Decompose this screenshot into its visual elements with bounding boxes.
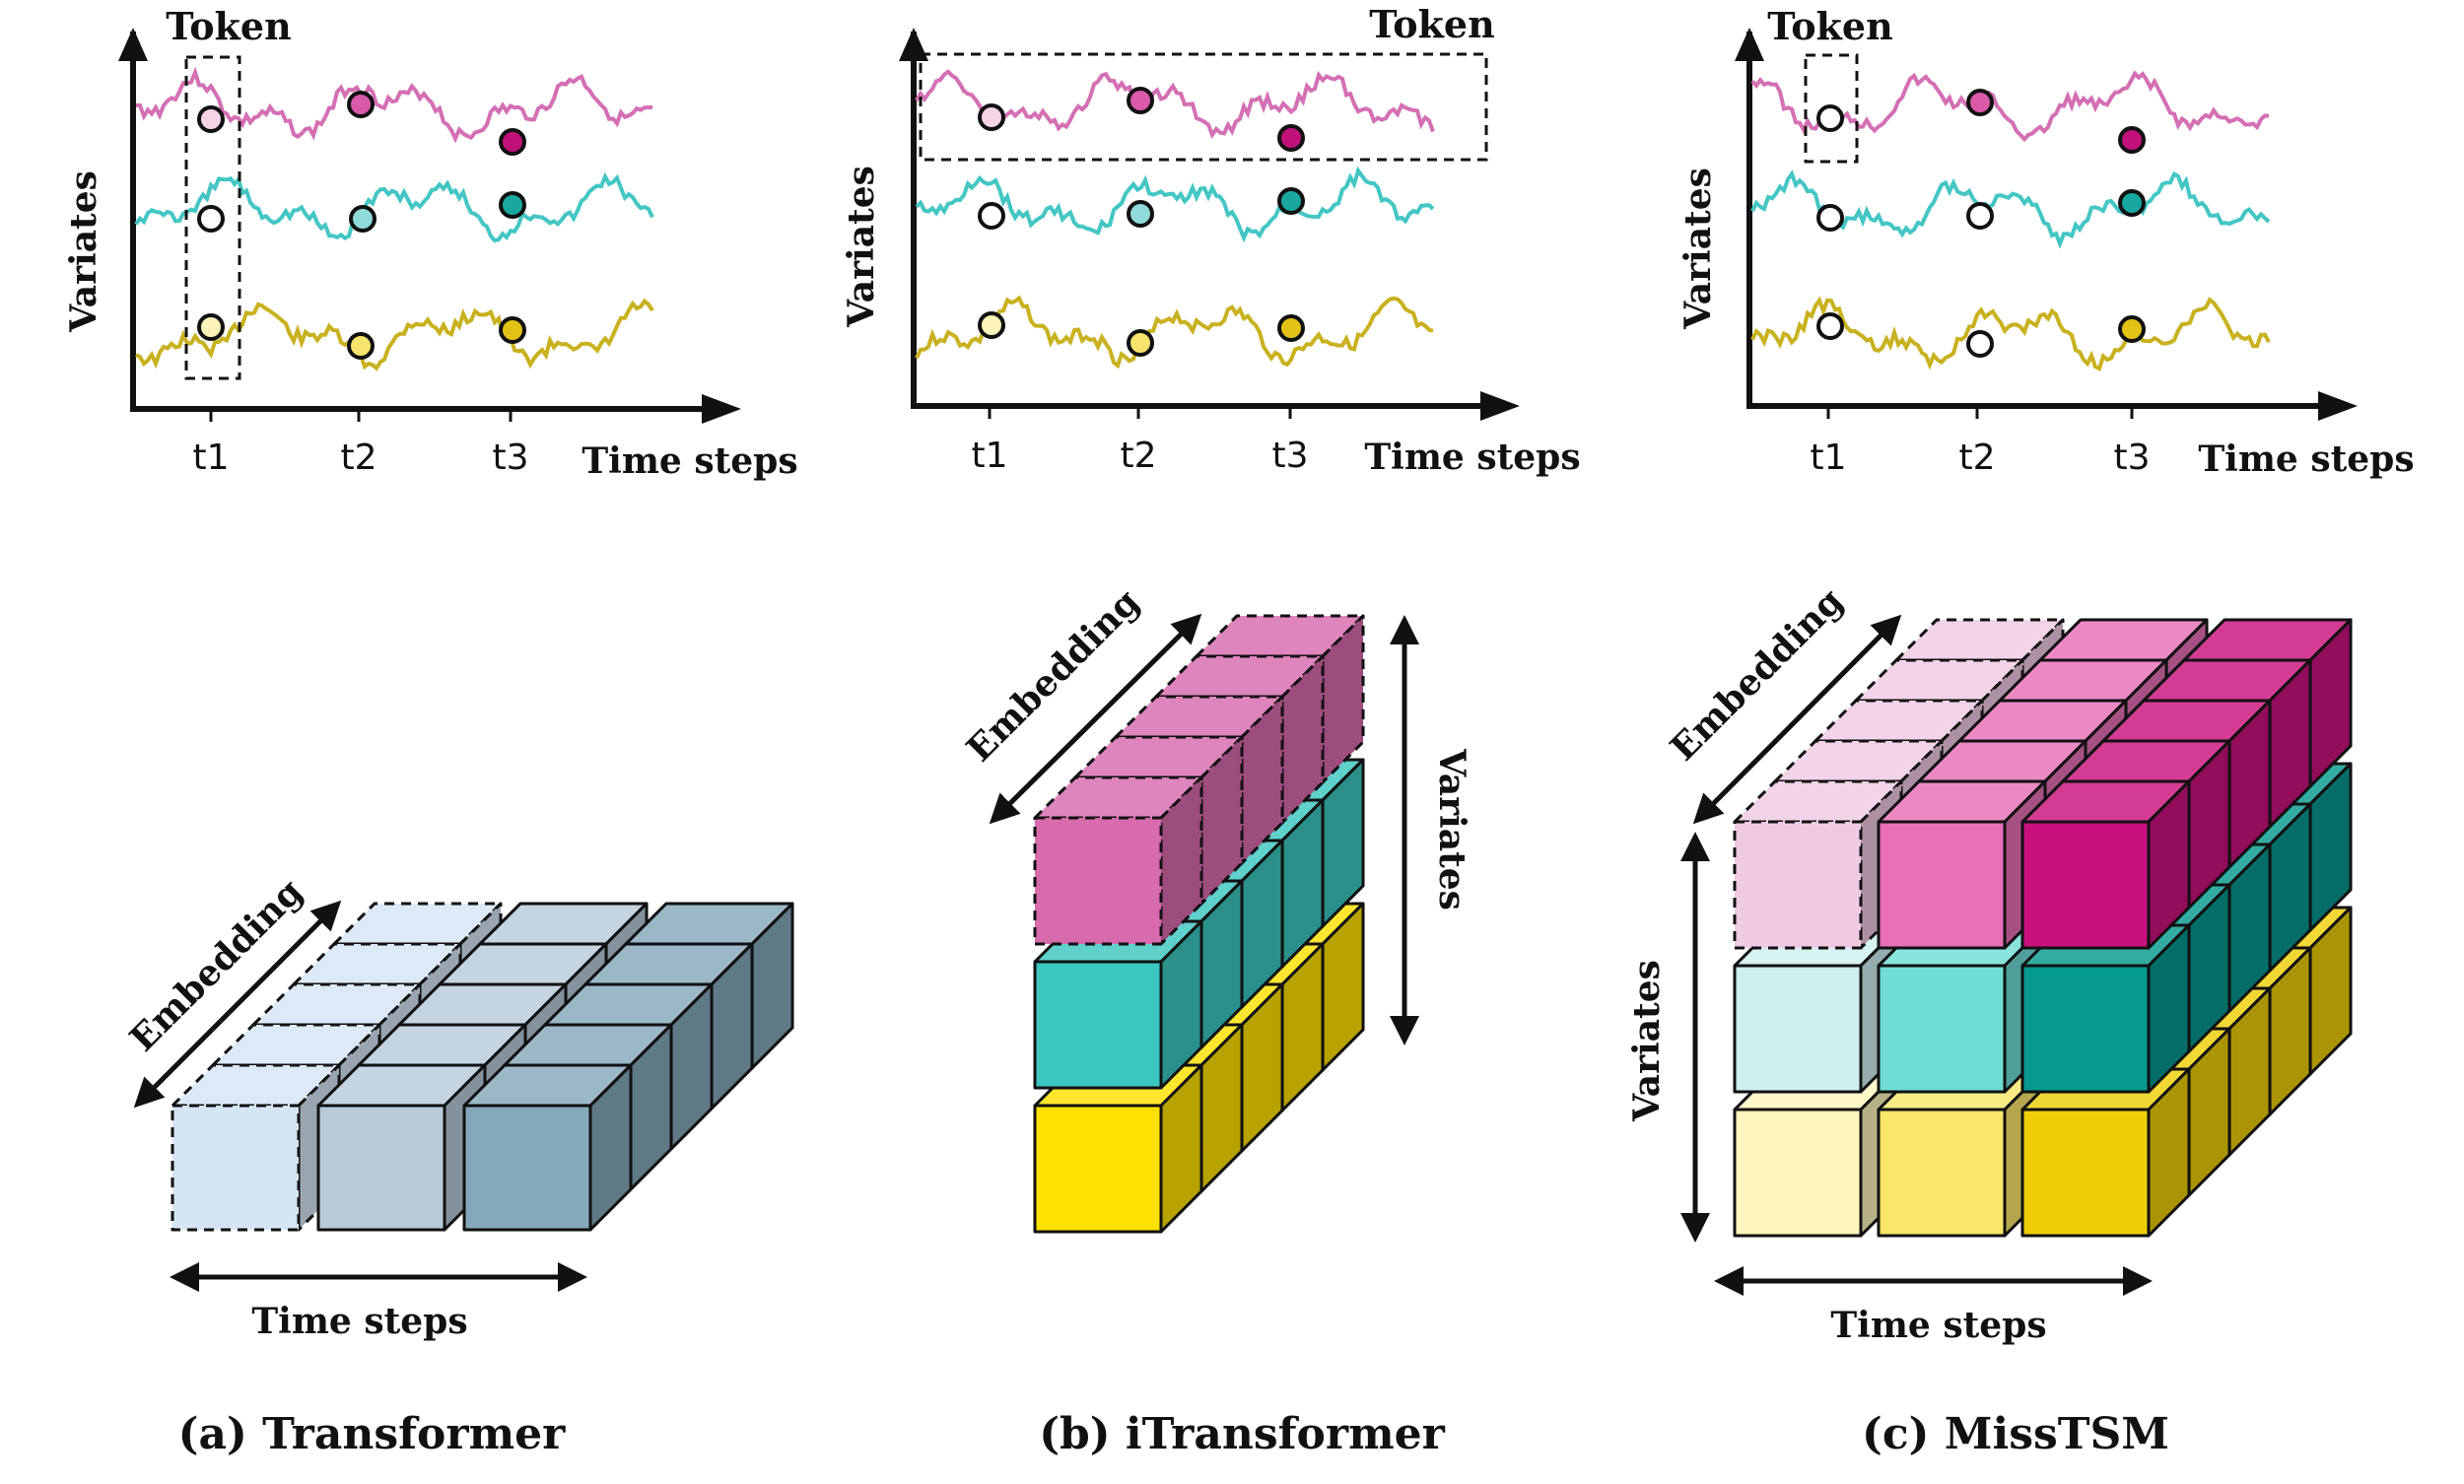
y-axis-label: Variates — [1677, 168, 1719, 330]
observation-dot — [197, 105, 225, 133]
token-cube — [171, 1063, 341, 1232]
series-yellow-line — [135, 298, 654, 371]
observation-dot — [1277, 124, 1305, 152]
observation-dot — [349, 205, 376, 233]
y-axis-label: Variates — [841, 166, 882, 328]
series-pink-line — [135, 66, 653, 144]
panel-a-timeseries: Token Variates Time steps t1 t2 t3 — [63, 4, 798, 482]
observation-dot — [978, 311, 1005, 339]
embedding-arrow — [133, 900, 342, 1109]
observation-dot — [1966, 330, 1994, 358]
observation-dot — [499, 316, 526, 344]
token-cube — [1033, 776, 1203, 946]
caption-a: (a) Transformer — [178, 1409, 566, 1459]
observation-dot — [1816, 312, 1844, 340]
tick-label-t2: t2 — [340, 438, 376, 478]
time-steps-label: Time steps — [1830, 1305, 2046, 1346]
observation-dot — [1816, 104, 1844, 132]
observation-dot — [347, 91, 375, 118]
tick-label-t2: t2 — [1958, 438, 1995, 478]
observation-dot — [499, 128, 526, 156]
time-steps-label: Time steps — [251, 1301, 467, 1342]
observation-dot — [499, 191, 526, 219]
tick-label-t1: t1 — [1810, 438, 1846, 478]
token-cube — [1733, 923, 1903, 1094]
observation-dot — [1277, 314, 1305, 342]
token-cube — [2020, 779, 2191, 950]
token-label: Token — [166, 4, 291, 48]
x-axis-arrowhead — [702, 394, 741, 424]
tick-label-t3: t3 — [1271, 436, 1308, 476]
token-box — [1804, 53, 1859, 164]
token-cube — [316, 1063, 487, 1232]
variates-label: Variates — [1626, 960, 1668, 1122]
series-yellow-line — [915, 295, 1434, 370]
caption-b: (b) iTransformer — [1039, 1409, 1445, 1459]
observation-dot — [978, 202, 1005, 230]
tick-label-t3: t3 — [2113, 438, 2150, 478]
tick-label-t1: t1 — [192, 438, 229, 478]
token-cube — [462, 1063, 633, 1232]
token-cube — [1733, 779, 1903, 950]
y-axis-arrowhead — [118, 28, 148, 61]
token-label: Token — [1369, 2, 1494, 46]
token-label: Token — [1767, 4, 1892, 48]
observation-dot — [1816, 204, 1844, 232]
x-axis-label: Time steps — [1364, 437, 1580, 478]
panel-b-timeseries: Token Variates Time steps t1 t2 t3 — [841, 2, 1581, 478]
panel-a-token-cubes — [171, 902, 794, 1232]
token-cube — [2020, 1067, 2191, 1238]
observation-dot — [197, 205, 225, 233]
observation-dot — [2118, 315, 2146, 343]
observation-dot — [197, 313, 225, 341]
y-axis-arrowhead — [899, 28, 928, 61]
caption-c: (c) MissTSM — [1862, 1409, 2169, 1459]
x-axis-label: Time steps — [582, 440, 797, 482]
token-cube — [1733, 1067, 1903, 1238]
tick-label-t2: t2 — [1120, 436, 1156, 476]
token-cube — [2020, 923, 2191, 1094]
token-cube — [1033, 919, 1203, 1090]
tick-label-t3: t3 — [492, 438, 528, 478]
panel-b-token-cubes — [1033, 614, 1365, 1234]
x-axis-label: Time steps — [2198, 438, 2414, 480]
observation-dot — [978, 103, 1005, 131]
panel-c-timeseries: Token Variates Time steps t1 t2 t3 — [1677, 4, 2415, 480]
token-box — [184, 55, 241, 380]
series-cyan-line — [915, 166, 1435, 243]
observation-dot — [1966, 89, 1994, 116]
y-axis-arrowhead — [1735, 28, 1764, 61]
embedding-arrow — [989, 613, 1202, 825]
y-axis-label: Variates — [63, 170, 104, 333]
token-cube — [1877, 779, 2047, 950]
series-cyan-line — [134, 171, 654, 243]
observation-dot — [2118, 189, 2146, 217]
observation-dot — [1127, 329, 1154, 357]
token-cube — [1033, 1063, 1203, 1234]
observation-dot — [347, 332, 375, 360]
observation-dot — [1127, 87, 1154, 114]
token-cube — [1877, 923, 2047, 1094]
token-cube — [1877, 1067, 2047, 1238]
observation-dot — [1277, 187, 1305, 215]
embedding-arrow — [1692, 614, 1902, 825]
series-yellow-line — [1750, 296, 2271, 371]
variates-label: Variates — [1431, 748, 1472, 911]
observation-dot — [2118, 126, 2146, 154]
observation-dot — [1966, 202, 1994, 230]
tick-label-t1: t1 — [971, 436, 1007, 476]
x-axis-arrowhead — [1480, 391, 1520, 421]
x-axis-arrowhead — [2318, 391, 2358, 421]
panel-c-token-cubes — [1733, 618, 2353, 1238]
observation-dot — [1127, 200, 1154, 228]
